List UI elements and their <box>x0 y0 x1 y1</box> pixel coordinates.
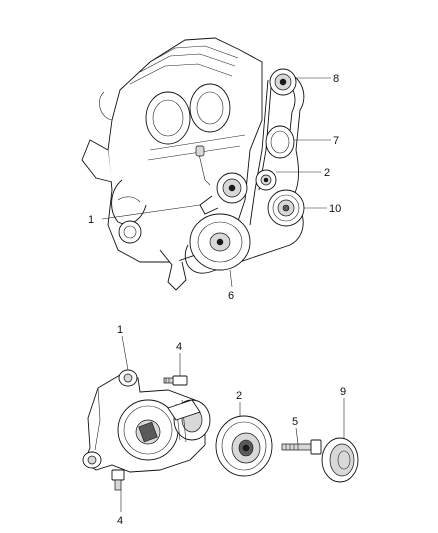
pump-pulley-icon <box>265 125 295 159</box>
bolt-top-icon <box>163 375 188 386</box>
upper-leader-lines <box>101 77 331 288</box>
camshaft-sprocket-icon <box>269 68 297 96</box>
callout-upper-crank-pulley: 6 <box>228 290 234 302</box>
callout-upper-sprocket: 8 <box>333 73 339 85</box>
engine-tensioner-icon <box>199 172 248 215</box>
engine-assembly-icon <box>81 37 263 291</box>
bolt-bottom-icon <box>111 469 125 491</box>
callout-upper-damper: 10 <box>329 203 341 215</box>
callout-lower-bolt-long: 5 <box>292 416 298 428</box>
tensioner-assembly-icon <box>82 369 211 473</box>
callout-lower-bolt-bottom: 4 <box>117 515 123 527</box>
bolt-long-icon <box>281 439 322 455</box>
dust-cap-icon <box>321 437 359 483</box>
callout-upper-gear: 7 <box>333 135 339 147</box>
callout-upper-tensioner: 1 <box>88 214 94 226</box>
callout-lower-cap: 9 <box>340 386 346 398</box>
vibration-damper-icon <box>267 189 305 227</box>
callout-lower-bolt-top: 4 <box>176 341 182 353</box>
idler-pulley-exploded-icon <box>215 415 273 477</box>
callout-lower-idler: 2 <box>236 390 242 402</box>
callout-lower-tensioner: 1 <box>117 324 123 336</box>
crankshaft-pulley-icon <box>189 213 251 271</box>
callout-upper-idler: 2 <box>324 167 330 179</box>
idler-pulley-icon <box>255 169 277 191</box>
lower-leader-lines <box>120 335 345 512</box>
